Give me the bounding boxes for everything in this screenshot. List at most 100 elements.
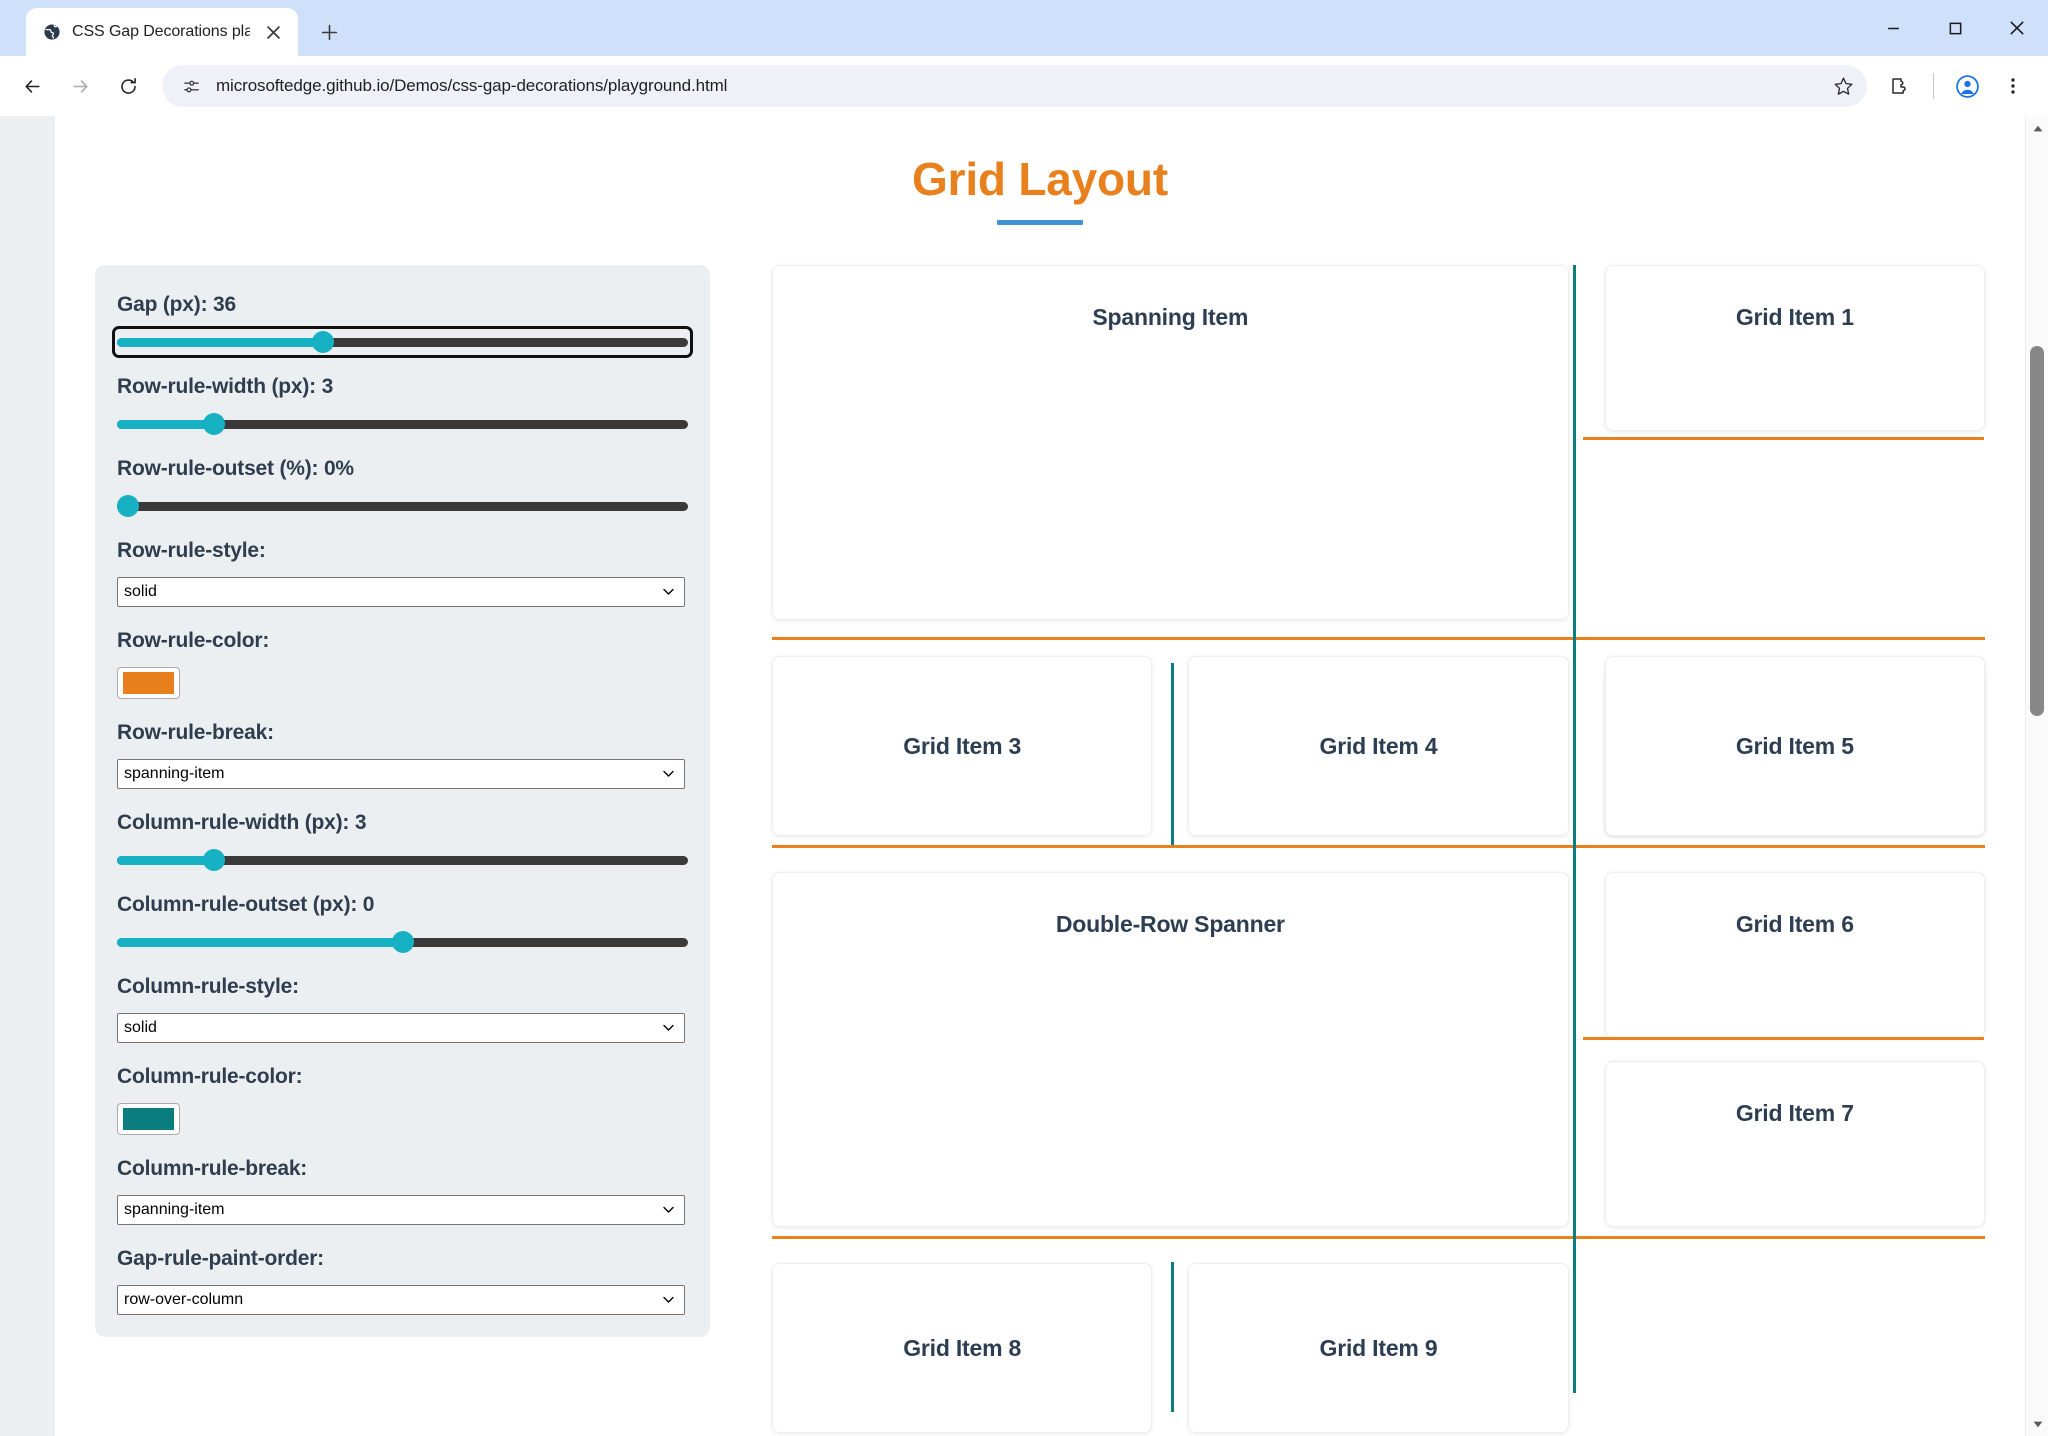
tab-strip: CSS Gap Decorations playground [0, 0, 2048, 56]
gap-slider[interactable] [112, 326, 693, 358]
row-rule [772, 1236, 1985, 1239]
grid-item-spanning[interactable]: Spanning Item [772, 265, 1569, 620]
grid-item-9[interactable]: Grid Item 9 [1188, 1263, 1569, 1433]
page-scrollbar[interactable] [2025, 116, 2048, 1436]
control-row-rule-color: Row-rule-color: [117, 629, 688, 699]
column-rule-width-slider[interactable] [117, 849, 688, 871]
slider-fill [117, 338, 323, 347]
profile-avatar-icon[interactable] [1946, 65, 1988, 107]
column-rule [1171, 1262, 1175, 1412]
maximize-icon[interactable] [1924, 0, 1986, 56]
control-label: Column-rule-break: [117, 1157, 308, 1180]
slider-thumb[interactable] [117, 495, 139, 517]
grid-item-5[interactable]: Grid Item 5 [1604, 656, 1985, 836]
controls-panel: Gap (px): 36 Row-rule-width (px): 3 [95, 265, 710, 1337]
control-column-rule-outset: Column-rule-outset (px): 0 [117, 893, 688, 953]
color-chip [123, 672, 174, 694]
control-gap: Gap (px): 36 [112, 293, 693, 358]
chevron-down-icon [658, 770, 678, 778]
reload-icon[interactable] [106, 64, 150, 108]
control-label: Row-rule-outset (%): 0% [117, 457, 354, 480]
row-rule-width-slider[interactable] [117, 413, 688, 435]
column-rule-style-select[interactable]: solid [117, 1013, 685, 1043]
forward-arrow-icon[interactable] [58, 64, 102, 108]
row-rule-color-picker[interactable] [117, 667, 180, 699]
control-label: Column-rule-width (px): 3 [117, 811, 367, 834]
select-value: solid [124, 1019, 157, 1036]
grid-item-3[interactable]: Grid Item 3 [772, 656, 1153, 836]
chevron-down-icon [658, 588, 678, 596]
scroll-up-arrow-icon[interactable] [2026, 116, 2048, 140]
control-column-rule-style: Column-rule-style: solid [117, 975, 688, 1043]
extensions-puzzle-icon[interactable] [1879, 65, 1921, 107]
column-rule-break-select[interactable]: spanning-item [117, 1195, 685, 1225]
address-bar[interactable]: microsoftedge.github.io/Demos/css-gap-de… [162, 65, 1867, 107]
browser-toolbar: microsoftedge.github.io/Demos/css-gap-de… [0, 56, 2048, 116]
grid-item-4[interactable]: Grid Item 4 [1188, 656, 1569, 836]
control-label: Column-rule-outset (px): 0 [117, 893, 375, 916]
control-column-rule-break: Column-rule-break: spanning-item [117, 1157, 688, 1225]
color-chip [123, 1108, 174, 1130]
title-underline [997, 220, 1083, 225]
slider-fill [117, 938, 403, 947]
slider-track [117, 338, 688, 347]
grid-demo: Spanning Item Grid Item 1 Grid Item 2 Gr… [772, 265, 1985, 1436]
page-layout: Gap (px): 36 Row-rule-width (px): 3 [95, 265, 1985, 1436]
back-arrow-icon[interactable] [10, 64, 54, 108]
row-rule-outset-slider[interactable] [117, 495, 688, 517]
control-column-rule-color: Column-rule-color: [117, 1065, 688, 1135]
grid-item-double-row-spanner[interactable]: Double-Row Spanner [772, 872, 1569, 1227]
slider-thumb[interactable] [203, 849, 226, 871]
new-tab-button[interactable] [310, 13, 348, 51]
three-dot-menu-icon[interactable] [1992, 65, 2034, 107]
control-label: Column-rule-color: [117, 1065, 303, 1088]
control-row-rule-break: Row-rule-break: spanning-item [117, 721, 688, 789]
window-controls [1862, 0, 2048, 56]
control-label: Row-rule-color: [117, 629, 270, 652]
grid-item-8[interactable]: Grid Item 8 [772, 1263, 1153, 1433]
minimize-icon[interactable] [1862, 0, 1924, 56]
slider-thumb[interactable] [311, 331, 334, 353]
slider-fill [117, 420, 215, 429]
globe-icon [42, 22, 62, 42]
slider-fill [117, 856, 215, 865]
star-icon[interactable] [1825, 68, 1861, 104]
slider-thumb[interactable] [203, 413, 226, 435]
select-value: spanning-item [124, 765, 225, 782]
column-rule-color-picker[interactable] [117, 1103, 180, 1135]
control-label: Row-rule-break: [117, 721, 274, 744]
column-rule-outset-slider[interactable] [117, 931, 688, 953]
grid-item-1[interactable]: Grid Item 1 [1604, 265, 1985, 431]
grid-item-6[interactable]: Grid Item 6 [1604, 872, 1985, 1038]
close-icon[interactable] [260, 19, 286, 45]
grid-item-7[interactable]: Grid Item 7 [1604, 1061, 1985, 1227]
column-rule [1572, 265, 1576, 1393]
slider-track [117, 420, 688, 429]
page-frame: Grid Layout Gap (px): 36 [55, 116, 2025, 1436]
chevron-down-icon [658, 1024, 678, 1032]
control-label: Gap-rule-paint-order: [117, 1247, 324, 1270]
control-label: Gap (px): 36 [117, 293, 236, 316]
control-row-rule-outset: Row-rule-outset (%): 0% [117, 457, 688, 517]
scroll-down-arrow-icon[interactable] [2026, 1412, 2048, 1436]
chevron-down-icon [658, 1206, 678, 1214]
page-content: Grid Layout Gap (px): 36 [55, 116, 2025, 1436]
chevron-down-icon [658, 1296, 678, 1304]
slider-thumb[interactable] [391, 931, 414, 953]
gap-rule-paint-order-select[interactable]: row-over-column [117, 1285, 685, 1315]
row-rule-break-select[interactable]: spanning-item [117, 759, 685, 789]
row-rule [772, 637, 1985, 640]
column-rule [1171, 663, 1175, 845]
site-settings-icon[interactable] [176, 71, 206, 101]
control-column-rule-width: Column-rule-width (px): 3 [117, 811, 688, 871]
window-close-icon[interactable] [1986, 0, 2048, 56]
scrollbar-thumb[interactable] [2030, 346, 2044, 716]
row-rule-style-select[interactable]: solid [117, 577, 685, 607]
select-value: spanning-item [124, 1201, 225, 1218]
slider-track [117, 502, 688, 511]
url-text: microsoftedge.github.io/Demos/css-gap-de… [216, 76, 728, 95]
row-rule-inset [1583, 437, 1984, 440]
browser-tab[interactable]: CSS Gap Decorations playground [26, 8, 298, 56]
control-label: Column-rule-style: [117, 975, 299, 998]
